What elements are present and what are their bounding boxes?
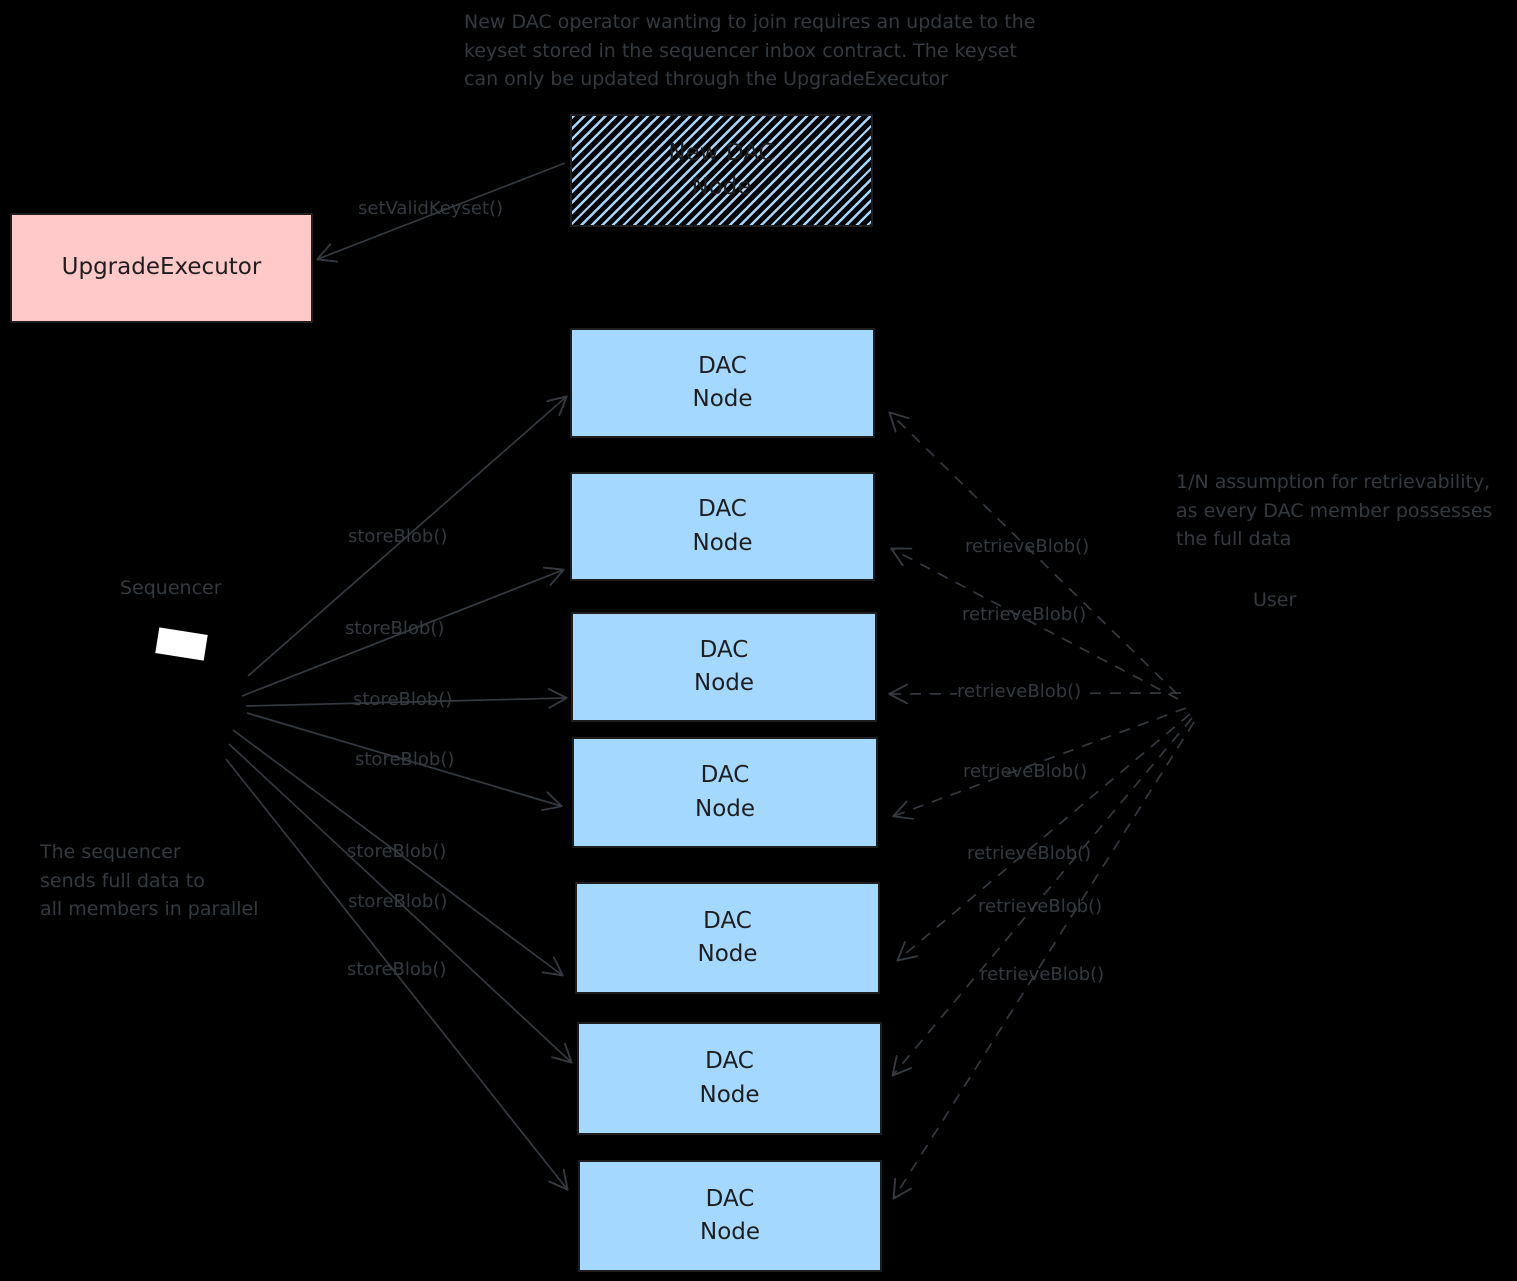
store-blob-label-3: storeBlob() (353, 689, 453, 710)
dac-node-box-4: DAC Node (572, 737, 878, 848)
dac-node-box-1: DAC Node (570, 328, 875, 438)
new-dac-node-box: New DAC Node (570, 114, 873, 227)
retrieve-blob-label-4: retrieveBlob() (963, 761, 1088, 782)
retrieve-blob-label-5: retrieveBlob() (967, 843, 1092, 864)
dac-node-label: DAC Node (699, 1048, 760, 1108)
store-blob-label-5: storeBlob() (347, 841, 447, 862)
set-valid-keyset-label: setValidKeyset() (358, 198, 504, 219)
dac-node-label: DAC Node (699, 1185, 761, 1245)
dac-node-label: DAC Node (693, 636, 755, 696)
sequencer-label: Sequencer (120, 577, 222, 599)
dac-node-box-3: DAC Node (571, 612, 877, 722)
dac-node-label: DAC Node (697, 907, 758, 967)
store-blob-label-7: storeBlob() (347, 959, 447, 980)
set-valid-keyset-arrow (318, 162, 566, 259)
dac-node-box-2: DAC Node (570, 472, 875, 581)
upgrade-executor-box: UpgradeExecutor (10, 213, 313, 323)
store-blob-label-6: storeBlob() (348, 891, 448, 912)
dac-node-box-7: DAC Node (578, 1160, 882, 1272)
retrieve-blob-arrow-2 (892, 549, 1179, 700)
retrieve-blob-label-7: retrieveBlob() (980, 964, 1105, 985)
store-blob-arrow-7 (225, 758, 567, 1189)
store-blob-label-4: storeBlob() (355, 749, 455, 770)
store-blob-arrow-4 (246, 712, 561, 806)
retrieve-blob-label-1: retrieveBlob() (965, 536, 1090, 557)
dac-node-label: DAC Node (692, 496, 753, 556)
store-blob-label-2: storeBlob() (345, 618, 445, 639)
store-blob-label-1: storeBlob() (348, 526, 448, 547)
store-blob-arrow-3 (245, 698, 566, 706)
store-blob-arrow-6 (228, 743, 571, 1062)
retrieve-blob-arrow-1 (890, 413, 1178, 695)
top-note: New DAC operator wanting to join require… (464, 11, 1036, 90)
dac-node-box-5: DAC Node (575, 882, 880, 994)
dac-node-box-6: DAC Node (577, 1022, 882, 1135)
dac-node-label: DAC Node (692, 352, 753, 412)
store-blob-arrow-2 (241, 570, 563, 697)
new-dac-node-label: New DAC Node (668, 140, 775, 200)
upgrade-executor-label: UpgradeExecutor (61, 254, 262, 281)
user-label: User (1253, 589, 1297, 611)
parallel-note: The sequencer sends full data to all mem… (40, 841, 259, 920)
store-blob-arrow-5 (232, 729, 562, 975)
dac-node-label: DAC Node (694, 762, 756, 822)
retrieve-blob-label-3: retrieveBlob() (957, 681, 1082, 702)
retrieve-blob-label-6: retrieveBlob() (978, 896, 1103, 917)
retrievability-note: 1/N assumption for retrievability, as ev… (1176, 471, 1493, 550)
retrieve-blob-arrow-6 (893, 717, 1193, 1075)
retrieve-blob-arrow-7 (894, 721, 1195, 1198)
store-blob-arrow-1 (247, 397, 566, 677)
retrieve-blob-label-2: retrieveBlob() (962, 604, 1087, 625)
retrieve-blob-arrow-5 (898, 713, 1191, 960)
